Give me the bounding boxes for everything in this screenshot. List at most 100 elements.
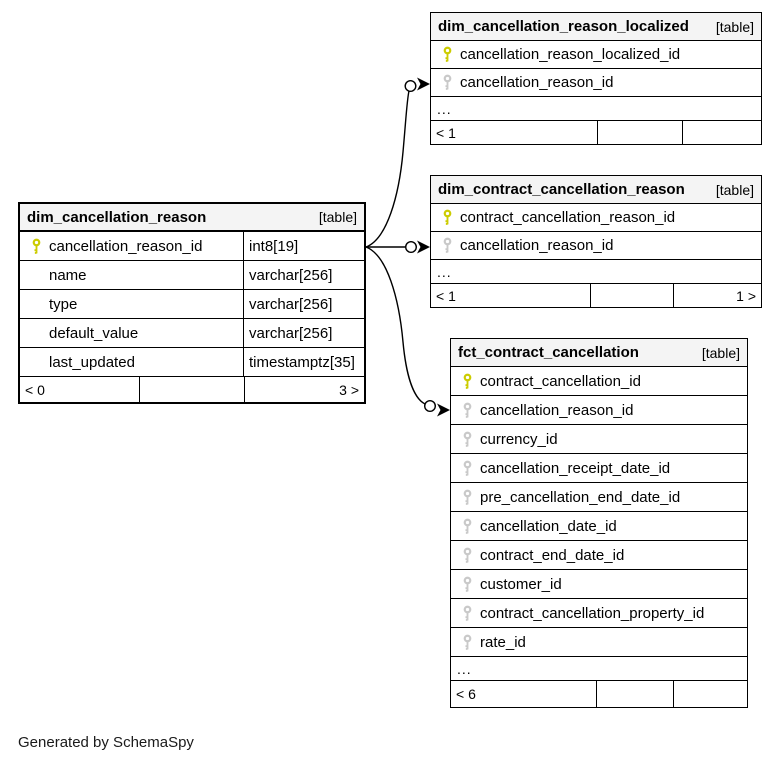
column-row[interactable]: customer_id (451, 570, 747, 599)
column-row[interactable]: rate_id (451, 628, 747, 657)
table-type-badge: [table] (715, 181, 754, 198)
column-row[interactable]: cancellation_receipt_date_id (451, 454, 747, 483)
column-row[interactable]: default_value varchar[256] (20, 319, 364, 348)
connector-to-fct (365, 246, 426, 405)
column-row[interactable]: cancellation_date_id (451, 512, 747, 541)
footer-middle-cell (596, 681, 673, 707)
column-row[interactable]: name varchar[256] (20, 261, 364, 290)
column-name: contract_end_date_id (480, 546, 625, 564)
footer-children-count: 1 > (673, 284, 761, 307)
table-type-badge: [table] (318, 209, 357, 225)
primary-key-icon (442, 46, 460, 63)
column-row[interactable]: type varchar[256] (20, 290, 364, 319)
column-row[interactable]: cancellation_reason_localized_id (431, 41, 761, 69)
column-type: varchar[256] (243, 290, 364, 318)
column-name: name (49, 266, 87, 284)
column-row[interactable]: contract_end_date_id (451, 541, 747, 570)
table-footer: < 1 (431, 121, 761, 144)
arrowhead-icon (437, 403, 450, 417)
foreign-key-icon (462, 431, 480, 448)
footer-children-count (673, 681, 747, 707)
arrowhead-icon (417, 240, 430, 254)
primary-key-icon (31, 238, 49, 255)
foreign-key-icon (462, 460, 480, 477)
column-row[interactable]: cancellation_reason_id (451, 396, 747, 425)
table-header[interactable]: fct_contract_cancellation [table] (451, 339, 747, 367)
column-name: customer_id (480, 575, 562, 593)
foreign-key-icon (462, 547, 480, 564)
zero-cardinality-circle (404, 79, 417, 92)
table-card-dim_contract_cancellation_reason[interactable]: dim_contract_cancellation_reason [table]… (430, 175, 762, 308)
zero-cardinality-circle (424, 400, 437, 413)
footer-middle-cell (597, 121, 682, 144)
column-name: cancellation_receipt_date_id (480, 459, 671, 477)
table-card-dim_cancellation_reason_localized[interactable]: dim_cancellation_reason_localized [table… (430, 12, 762, 145)
column-name: cancellation_reason_id (49, 237, 203, 255)
column-row[interactable]: last_updated timestamptz[35] (20, 348, 364, 377)
column-name: type (49, 295, 78, 313)
column-name: default_value (49, 324, 139, 342)
footer-middle-cell (590, 284, 673, 307)
table-title: dim_cancellation_reason (27, 208, 207, 226)
more-columns-indicator: ... (431, 97, 761, 121)
table-title: fct_contract_cancellation (458, 344, 639, 361)
foreign-key-icon (462, 605, 480, 622)
zero-cardinality-circle (405, 240, 418, 253)
column-type: int8[19] (243, 232, 364, 260)
foreign-key-icon (462, 402, 480, 419)
footer-parents-count: < 1 (436, 287, 456, 304)
column-name: last_updated (49, 353, 135, 371)
more-columns-indicator: ... (451, 657, 747, 681)
table-footer: < 1 1 > (431, 284, 761, 307)
column-name: cancellation_date_id (480, 517, 617, 535)
table-type-badge: [table] (701, 344, 740, 361)
column-row[interactable]: cancellation_reason_id int8[19] (20, 232, 364, 261)
more-columns-indicator: ... (431, 260, 761, 284)
column-name: rate_id (480, 633, 526, 651)
column-type: timestamptz[35] (243, 348, 364, 376)
foreign-key-icon (462, 518, 480, 535)
foreign-key-icon (462, 576, 480, 593)
column-name: cancellation_reason_id (460, 74, 614, 91)
column-row[interactable]: contract_cancellation_reason_id (431, 204, 761, 232)
column-name: contract_cancellation_id (480, 372, 641, 390)
footer-parents-count: < 1 (436, 124, 456, 141)
table-title: dim_contract_cancellation_reason (438, 181, 685, 198)
column-row[interactable]: currency_id (451, 425, 747, 454)
foreign-key-icon (442, 237, 460, 254)
primary-key-icon (442, 209, 460, 226)
column-name: contract_cancellation_reason_id (460, 209, 676, 226)
table-card-fct_contract_cancellation[interactable]: fct_contract_cancellation [table] contra… (450, 338, 748, 708)
column-name: contract_cancellation_property_id (480, 604, 705, 622)
column-name: currency_id (480, 430, 558, 448)
primary-key-icon (462, 373, 480, 390)
footer-children-count: 3 > (244, 377, 364, 402)
column-row[interactable]: contract_cancellation_id (451, 367, 747, 396)
table-header[interactable]: dim_cancellation_reason_localized [table… (431, 13, 761, 41)
table-footer: < 6 (451, 681, 747, 707)
arrowhead-icon (417, 77, 430, 91)
column-row[interactable]: cancellation_reason_id (431, 69, 761, 97)
generator-note: Generated by SchemaSpy (18, 734, 194, 751)
column-row[interactable]: contract_cancellation_property_id (451, 599, 747, 628)
foreign-key-icon (462, 634, 480, 651)
table-header[interactable]: dim_cancellation_reason [table] (20, 204, 364, 232)
connector-to-localized (365, 90, 410, 248)
table-card-dim_cancellation_reason[interactable]: dim_cancellation_reason [table] cancella… (18, 202, 366, 404)
table-footer: < 0 3 > (20, 377, 364, 402)
table-header[interactable]: dim_contract_cancellation_reason [table] (431, 176, 761, 204)
foreign-key-icon (462, 489, 480, 506)
column-type: varchar[256] (243, 319, 364, 347)
column-type: varchar[256] (243, 261, 364, 289)
table-type-badge: [table] (715, 18, 754, 35)
foreign-key-icon (442, 74, 460, 91)
footer-middle-cell (139, 377, 244, 402)
column-name: cancellation_reason_localized_id (460, 46, 681, 63)
column-row[interactable]: cancellation_reason_id (431, 232, 761, 260)
column-name: cancellation_reason_id (480, 401, 634, 419)
table-title: dim_cancellation_reason_localized (438, 18, 689, 35)
column-name: cancellation_reason_id (460, 237, 614, 254)
footer-children-count (682, 121, 761, 144)
column-row[interactable]: pre_cancellation_end_date_id (451, 483, 747, 512)
